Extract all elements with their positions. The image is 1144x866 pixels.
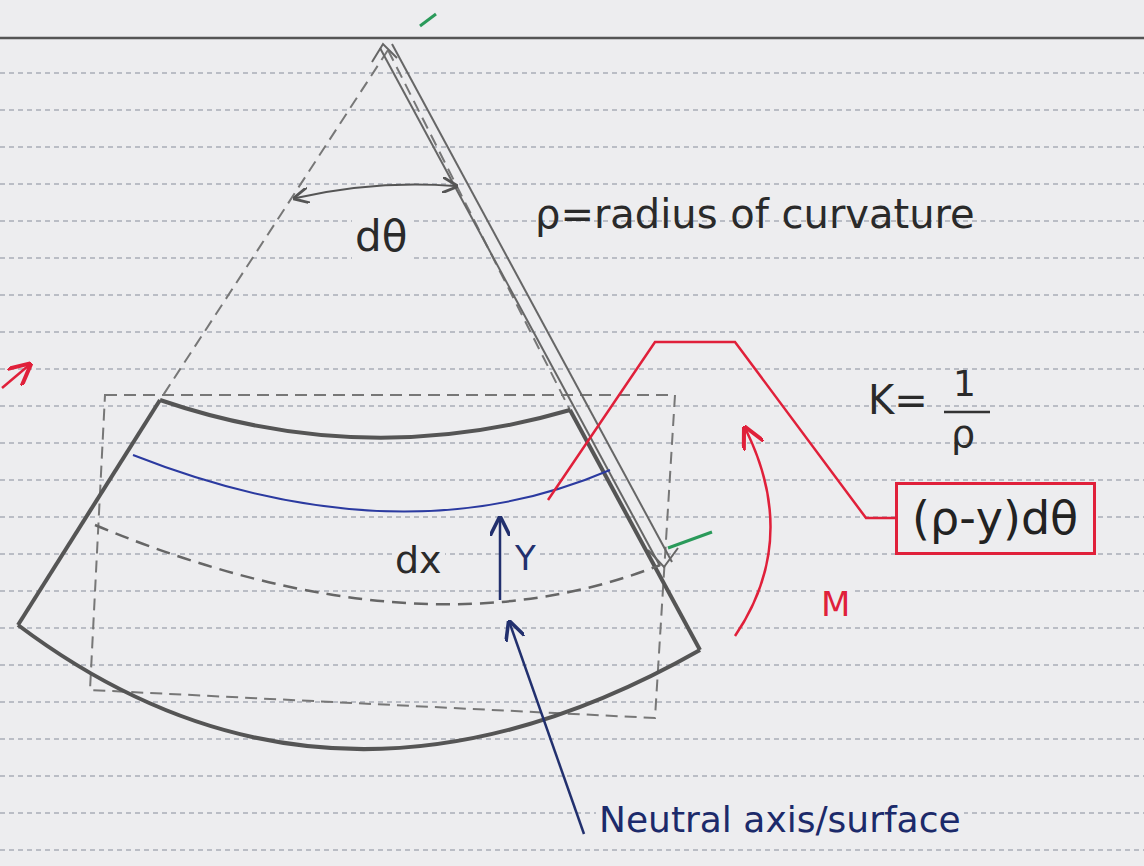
neutral-axis-note: Neutral axis/surface: [596, 800, 964, 840]
fraction-denominator: ρ: [951, 414, 975, 456]
radius-note: ρ=radius of curvature: [535, 192, 975, 236]
expression-box: (ρ-y)dθ: [895, 482, 1096, 555]
moment-label: M: [818, 586, 853, 623]
curvature-symbol: K=: [868, 378, 928, 422]
distance-label: Y: [512, 540, 539, 577]
expression-text: (ρ-y)dθ: [912, 493, 1079, 544]
angle-label: dθ: [352, 214, 410, 260]
fraction-numerator: 1: [953, 364, 976, 404]
length-label: dx: [392, 540, 445, 582]
